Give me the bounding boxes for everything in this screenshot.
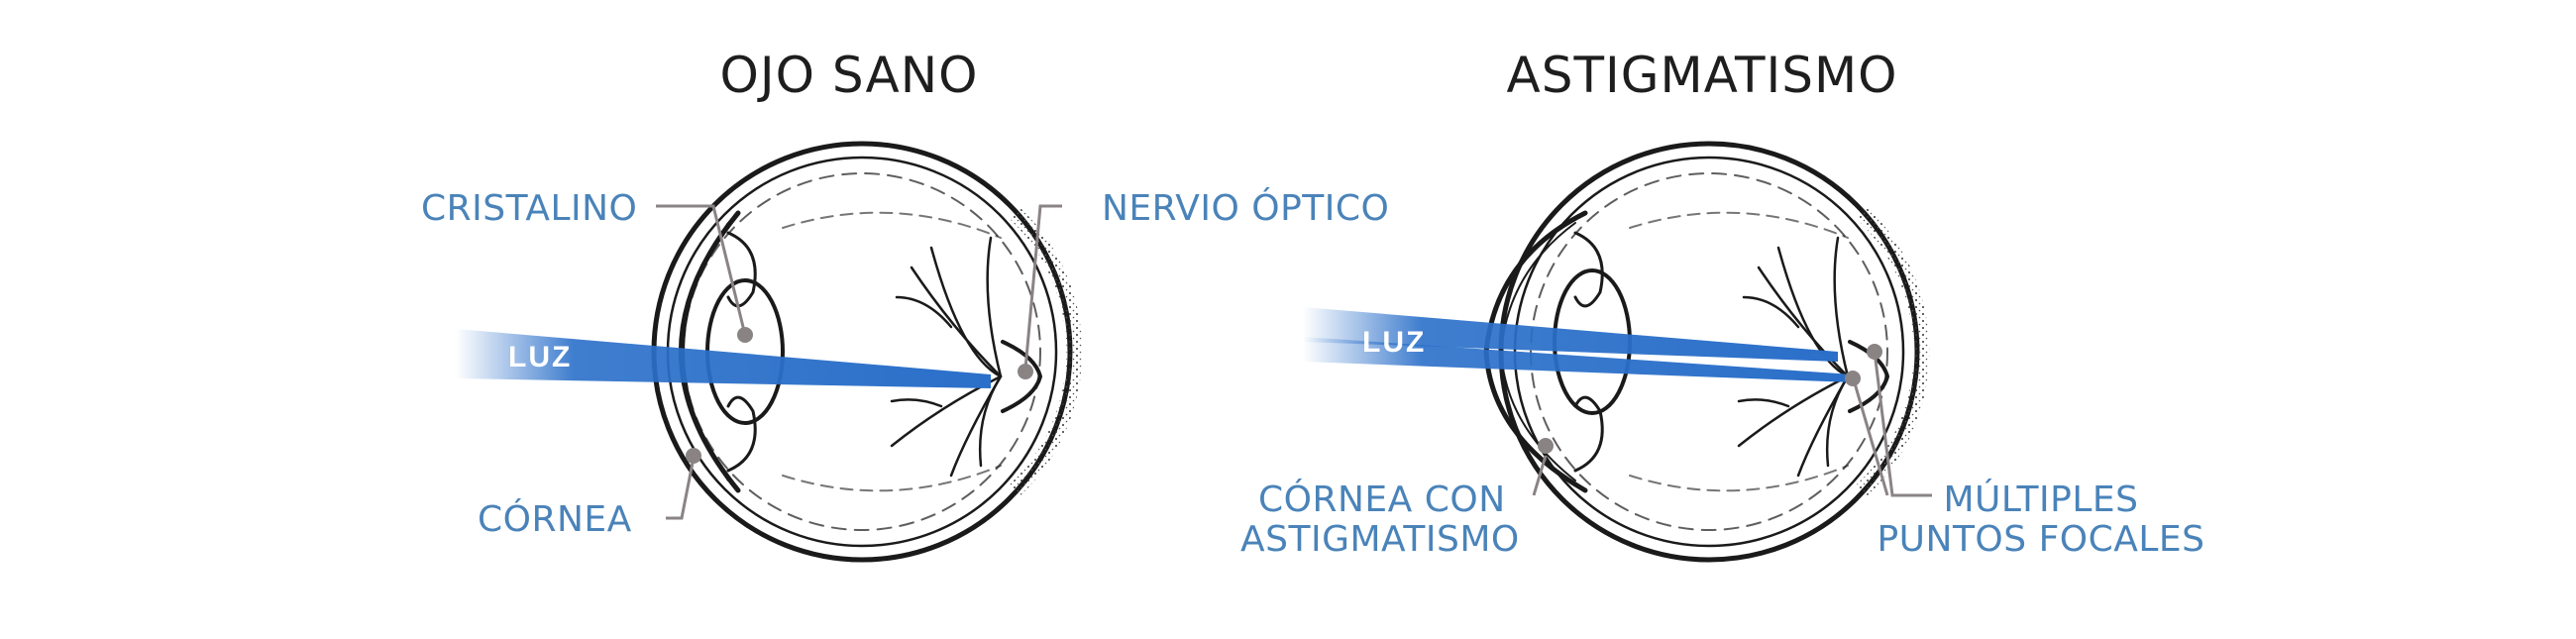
astig-cornea-leader-line xyxy=(1532,455,1548,496)
focal-leader-line-1 xyxy=(1873,351,1932,497)
lens-marker xyxy=(737,327,753,343)
astig-cornea-marker xyxy=(1538,438,1554,454)
nerve-leader-line xyxy=(1023,204,1062,370)
focal-marker-1 xyxy=(1867,344,1882,360)
focal-marker-2 xyxy=(1845,371,1861,386)
optic-nerve-label: NERVIO ÓPTICO xyxy=(1102,187,1389,229)
lens-leader-line xyxy=(656,204,747,336)
astig-cornea-label-line2: ASTIGMATISMO xyxy=(1240,519,1520,560)
focal-leader-line-2 xyxy=(1851,375,1889,496)
healthy-light-label: LUZ xyxy=(508,341,572,373)
focal-points-label-line1: MÚLTIPLES xyxy=(1944,479,2139,520)
healthy-light-beam xyxy=(456,329,991,388)
astig-cornea-label-line1: CÓRNEA CON xyxy=(1258,479,1506,520)
healthy-eye-title: OJO SANO xyxy=(720,47,979,104)
lens-label: CRISTALINO xyxy=(421,188,637,229)
cornea-marker xyxy=(686,448,701,464)
cornea-label: CÓRNEA xyxy=(478,498,632,540)
focal-points-label-line2: PUNTOS FOCALES xyxy=(1877,519,2204,560)
astigmatism-light-label: LUZ xyxy=(1362,326,1426,359)
astigmatism-light-beam xyxy=(1303,307,1853,382)
nerve-marker xyxy=(1018,364,1033,379)
cornea-leader-line xyxy=(666,457,696,520)
astigmatism-title: ASTIGMATISMO xyxy=(1507,47,1898,104)
healthy-eye-illustration xyxy=(651,141,1083,563)
